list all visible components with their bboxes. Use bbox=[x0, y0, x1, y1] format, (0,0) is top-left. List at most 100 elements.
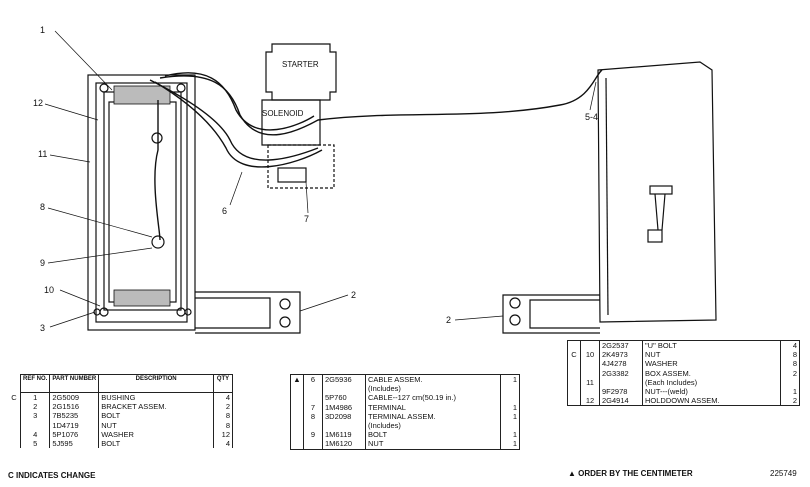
leader-lines bbox=[44, 30, 597, 328]
header-qty: QTY bbox=[213, 374, 233, 393]
row-mark bbox=[567, 396, 581, 406]
terminal-top bbox=[151, 132, 163, 144]
table-header: REF NO. PART NUMBER DESCRIPTION QTY bbox=[8, 374, 233, 393]
row-qty: 2 bbox=[780, 368, 800, 378]
row-part-number: 1M6119 bbox=[322, 430, 366, 440]
row-part-number: 5P1076 bbox=[49, 429, 100, 440]
row-part-number bbox=[322, 384, 366, 394]
row-qty: 4 bbox=[780, 340, 800, 351]
change-note: C INDICATES CHANGE bbox=[8, 471, 96, 480]
row-description: NUT bbox=[642, 350, 781, 360]
row-description: NUT bbox=[98, 420, 214, 430]
row-ref: 9 bbox=[303, 430, 323, 440]
row-ref bbox=[580, 387, 600, 397]
row-qty: 1 bbox=[500, 411, 520, 422]
row-description: TERMINAL ASSEM. bbox=[365, 411, 501, 422]
callout-11: 11 bbox=[38, 149, 47, 159]
row-mark bbox=[8, 411, 21, 420]
row-mark: ▲ bbox=[290, 374, 304, 385]
callout-9: 9 bbox=[40, 258, 45, 268]
row-ref: 7 bbox=[303, 402, 323, 412]
row-part-number: 2G3382 bbox=[599, 368, 643, 378]
row-mark bbox=[8, 439, 21, 448]
figure-number: 225749 bbox=[770, 469, 797, 478]
bracket-right bbox=[502, 294, 600, 334]
row-ref: 5 bbox=[19, 439, 51, 449]
starter-assembly bbox=[261, 43, 337, 189]
row-ref bbox=[580, 340, 600, 351]
row-qty: 8 bbox=[213, 420, 233, 430]
row-ref: 3 bbox=[19, 411, 51, 421]
row-qty: 4 bbox=[213, 392, 233, 403]
row-mark bbox=[567, 368, 581, 378]
row-ref: 11 bbox=[580, 377, 600, 388]
row-mark bbox=[567, 387, 581, 397]
row-description: (Includes) bbox=[365, 384, 501, 394]
solenoid-label: SOLENOID bbox=[262, 109, 304, 118]
row-qty: 1 bbox=[500, 402, 520, 412]
row-part-number: 7B5235 bbox=[49, 411, 100, 421]
bracket-left bbox=[195, 291, 301, 334]
row-description: (Each Includes) bbox=[642, 377, 781, 388]
row-mark: C bbox=[567, 350, 581, 360]
row-mark bbox=[290, 439, 304, 450]
row-part-number: 2G5009 bbox=[49, 392, 100, 403]
table-row: (Includes) bbox=[290, 421, 520, 431]
callout-2-left: 2 bbox=[351, 290, 356, 300]
row-qty: 2 bbox=[780, 396, 800, 406]
row-mark bbox=[567, 340, 581, 351]
row-description: HOLDDOWN ASSEM. bbox=[642, 396, 781, 406]
row-ref bbox=[303, 439, 323, 450]
row-part-number bbox=[322, 421, 366, 431]
row-ref bbox=[303, 384, 323, 394]
callout-3: 3 bbox=[40, 323, 45, 333]
row-mark bbox=[567, 359, 581, 369]
row-ref: 8 bbox=[303, 411, 323, 422]
row-description: BOLT bbox=[98, 439, 214, 449]
row-part-number: 2G4914 bbox=[599, 396, 643, 406]
row-ref bbox=[580, 368, 600, 378]
row-description: BOLT bbox=[98, 411, 214, 421]
cable-assembly bbox=[149, 69, 603, 241]
row-qty: 8 bbox=[780, 359, 800, 369]
row-description: "U" BOLT bbox=[642, 340, 781, 351]
starter-label: STARTER bbox=[282, 60, 319, 69]
row-part-number: 2K4973 bbox=[599, 350, 643, 360]
row-qty: 1 bbox=[780, 387, 800, 397]
row-qty: 4 bbox=[213, 439, 233, 449]
row-mark bbox=[567, 377, 581, 388]
row-part-number: 1M4986 bbox=[322, 402, 366, 412]
row-mark bbox=[8, 430, 21, 439]
row-part-number: 2G2537 bbox=[599, 340, 643, 351]
row-description: BRACKET ASSEM. bbox=[98, 402, 214, 412]
terminal-bottom bbox=[151, 235, 165, 249]
row-qty: 8 bbox=[780, 350, 800, 360]
header-ref: REF NO. bbox=[19, 374, 51, 393]
header-part: PART NUMBER bbox=[49, 374, 100, 393]
row-qty: 2 bbox=[213, 402, 233, 412]
callout-12: 12 bbox=[33, 98, 43, 108]
row-mark bbox=[8, 402, 21, 411]
row-part-number: 4J4278 bbox=[599, 359, 643, 369]
centimeter-note: ▲ ORDER BY THE CENTIMETER bbox=[568, 469, 693, 478]
row-qty: 1 bbox=[500, 430, 520, 440]
row-description: CABLE--127 cm(50.19 in.) bbox=[365, 393, 501, 403]
row-mark: C bbox=[11, 392, 17, 402]
header-desc: DESCRIPTION bbox=[98, 374, 214, 393]
row-ref: 6 bbox=[303, 374, 323, 385]
row-part-number bbox=[599, 377, 643, 388]
row-part-number: 2G1516 bbox=[49, 402, 100, 412]
row-mark bbox=[8, 421, 21, 430]
row-description: WASHER bbox=[98, 429, 214, 440]
